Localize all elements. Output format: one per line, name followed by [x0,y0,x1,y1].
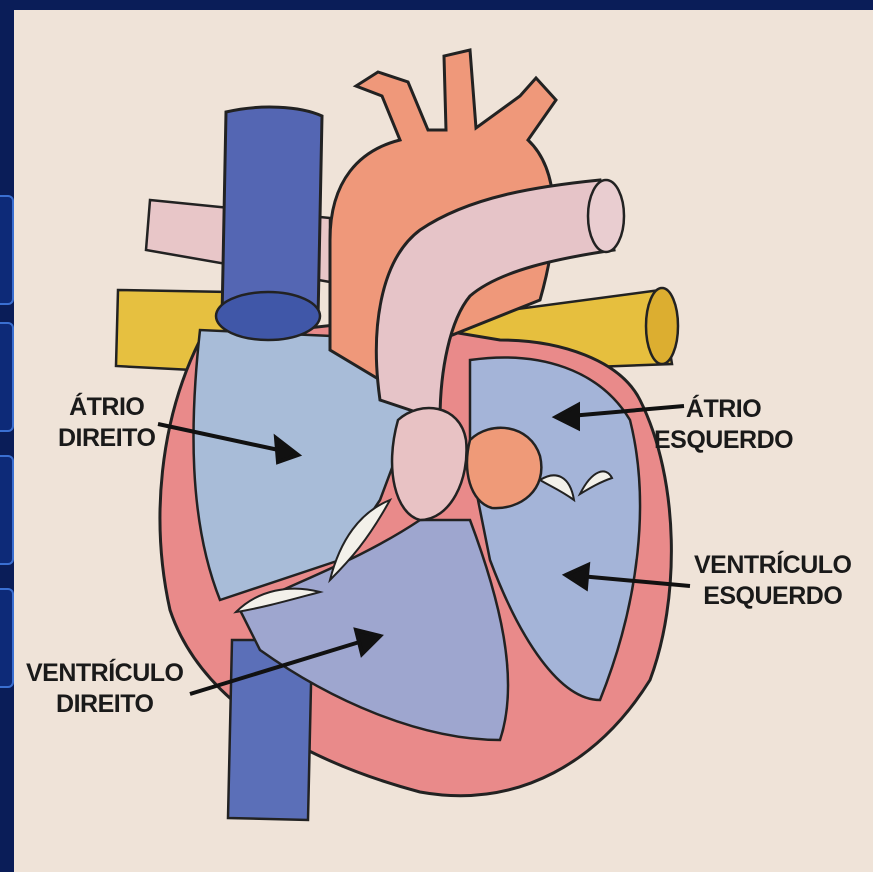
label-right-ventricle-line1: VENTRÍCULO [26,658,184,689]
label-left-ventricle-line1: VENTRÍCULO [694,550,852,581]
label-right-atrium: ÁTRIO DIREITO [58,392,155,455]
label-left-ventricle-line2: ESQUERDO [694,581,852,612]
heart-drawing: ÁTRIO DIREITO ÁTRIO ESQUERDO VENTRÍCULO … [14,10,873,872]
side-tab-4[interactable] [0,588,14,688]
side-tab-1[interactable] [0,195,14,305]
label-left-atrium: ÁTRIO ESQUERDO [654,394,793,457]
side-tab-3[interactable] [0,455,14,565]
label-right-atrium-line1: ÁTRIO [58,392,155,423]
label-left-atrium-line2: ESQUERDO [654,425,793,456]
label-left-ventricle: VENTRÍCULO ESQUERDO [694,550,852,613]
label-left-atrium-line1: ÁTRIO [654,394,793,425]
label-right-ventricle: VENTRÍCULO DIREITO [26,658,184,721]
aortic-root [467,428,541,508]
label-right-ventricle-line2: DIREITO [26,689,184,720]
label-right-atrium-line2: DIREITO [58,423,155,454]
superior-vena-cava [222,107,322,320]
side-tab-2[interactable] [0,322,14,432]
